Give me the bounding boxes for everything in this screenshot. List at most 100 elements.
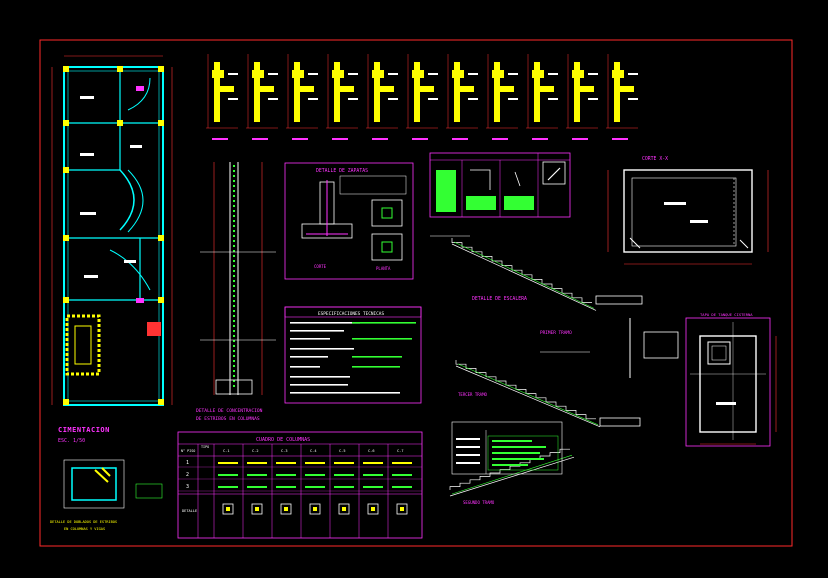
stair-flight-third	[455, 360, 601, 428]
section-sill	[452, 70, 464, 78]
plan-column	[117, 120, 123, 126]
section-footing	[378, 86, 394, 92]
schedule-cell-text	[363, 486, 383, 488]
section-sill	[612, 70, 624, 78]
schedule-cell-text	[392, 462, 412, 464]
plan-column	[63, 399, 69, 405]
zapatas-corte-label: CORTE	[314, 264, 327, 269]
tank-section-title: CORTE X-X	[642, 156, 668, 162]
stair-note-line	[492, 458, 544, 460]
schedule-type-label: C-7	[397, 449, 404, 453]
plan-curved-wall	[127, 169, 144, 233]
section-label	[228, 98, 238, 100]
section-label	[508, 98, 518, 100]
spec-line	[290, 392, 400, 394]
section-label	[308, 73, 318, 75]
room-label	[124, 260, 136, 263]
schedule-type-label: C-1	[223, 449, 230, 453]
schedule-cell-text	[276, 486, 296, 488]
section-sill	[412, 70, 424, 78]
spec-line	[290, 348, 354, 350]
section-wall	[254, 62, 260, 122]
wall-section	[486, 54, 518, 140]
stair-notes-green	[487, 435, 559, 471]
tank-section	[607, 169, 769, 265]
section-caption	[292, 138, 308, 140]
schedule-section-icon	[338, 503, 350, 515]
section-footing	[578, 86, 594, 92]
schedule-type-label: C-5	[339, 449, 346, 453]
stirrup-note-line1: DETALLE DE DOBLADOS DE ESTRIBOS	[50, 520, 117, 524]
section-sill	[372, 70, 384, 78]
spec-line	[290, 366, 320, 368]
anchorage-bar-shape	[470, 169, 491, 190]
schedule-section-icon	[280, 503, 292, 515]
section-label	[388, 98, 398, 100]
section-sill	[572, 70, 584, 78]
section-label	[428, 73, 438, 75]
section-footing	[538, 86, 554, 92]
stair-second-flight: SEGUNDO TRAMO	[463, 500, 495, 505]
section-caption	[452, 138, 468, 140]
schedule-floor-label: 2	[186, 472, 189, 478]
anchorage-text-block	[466, 196, 496, 210]
section-wall	[534, 62, 540, 122]
section-wall	[454, 62, 460, 122]
section-label	[228, 73, 238, 75]
stirrup-note-line2: EN COLUMNAS Y VIGAS	[64, 527, 105, 531]
footing-planta-inner	[381, 207, 393, 219]
section-label	[628, 73, 638, 75]
plan-cistern	[65, 314, 101, 376]
anchorage-hook-icon	[542, 161, 566, 185]
zapatas-planta-label: PLANTA	[376, 266, 391, 271]
schedule-section-core	[255, 507, 259, 511]
plan-curved-wall	[109, 249, 151, 291]
spec-line	[290, 384, 348, 386]
section-wall	[414, 62, 420, 122]
schedule-cell-text	[305, 474, 325, 476]
stair-note-cell	[456, 446, 480, 448]
section-wall	[574, 62, 580, 122]
schedule-detail-label: DETALLE	[182, 509, 197, 513]
footing-planta-outer	[371, 199, 403, 227]
plan-curved-wall	[119, 169, 135, 231]
wall-section	[326, 54, 358, 140]
column-stirrup-concentration	[200, 162, 276, 395]
schedule-section-icon	[222, 503, 234, 515]
schedule-cell-text	[363, 474, 383, 476]
stirrup-hook	[94, 467, 111, 483]
section-label	[588, 73, 598, 75]
schedule-cell-text	[363, 462, 383, 464]
plan-column	[158, 120, 164, 126]
stair-notes-left	[456, 438, 480, 464]
section-sill	[532, 70, 544, 78]
anchorage-bar-shape	[514, 171, 521, 187]
schedule-section-core	[226, 507, 230, 511]
spec-line	[290, 356, 328, 358]
stair-first-flight: PRIMER TRAMO	[540, 330, 572, 336]
stair-slab	[455, 365, 601, 428]
section-caption	[252, 138, 268, 140]
stair-steps	[455, 360, 596, 420]
section-label	[268, 73, 278, 75]
wall-section	[446, 54, 478, 140]
plan-column	[63, 66, 69, 72]
stair-details	[430, 235, 679, 497]
spec-line	[290, 322, 360, 324]
stair-rebar	[451, 454, 573, 495]
schedule-cell-text	[218, 462, 238, 464]
plan-column	[158, 66, 164, 72]
stirrup-detail	[63, 459, 163, 509]
stair-footing	[643, 331, 679, 359]
section-caption	[332, 138, 348, 140]
schedule-floor-label: 1	[186, 460, 189, 466]
tank-lid-label	[716, 402, 736, 405]
section-wall	[294, 62, 300, 122]
foundation-plan	[51, 55, 173, 406]
footing-detail	[284, 162, 414, 280]
stair-notes	[451, 421, 563, 475]
section-sill	[332, 70, 344, 78]
tank-lid-outer	[699, 335, 757, 433]
section-label	[508, 73, 518, 75]
plan-column	[158, 297, 164, 303]
